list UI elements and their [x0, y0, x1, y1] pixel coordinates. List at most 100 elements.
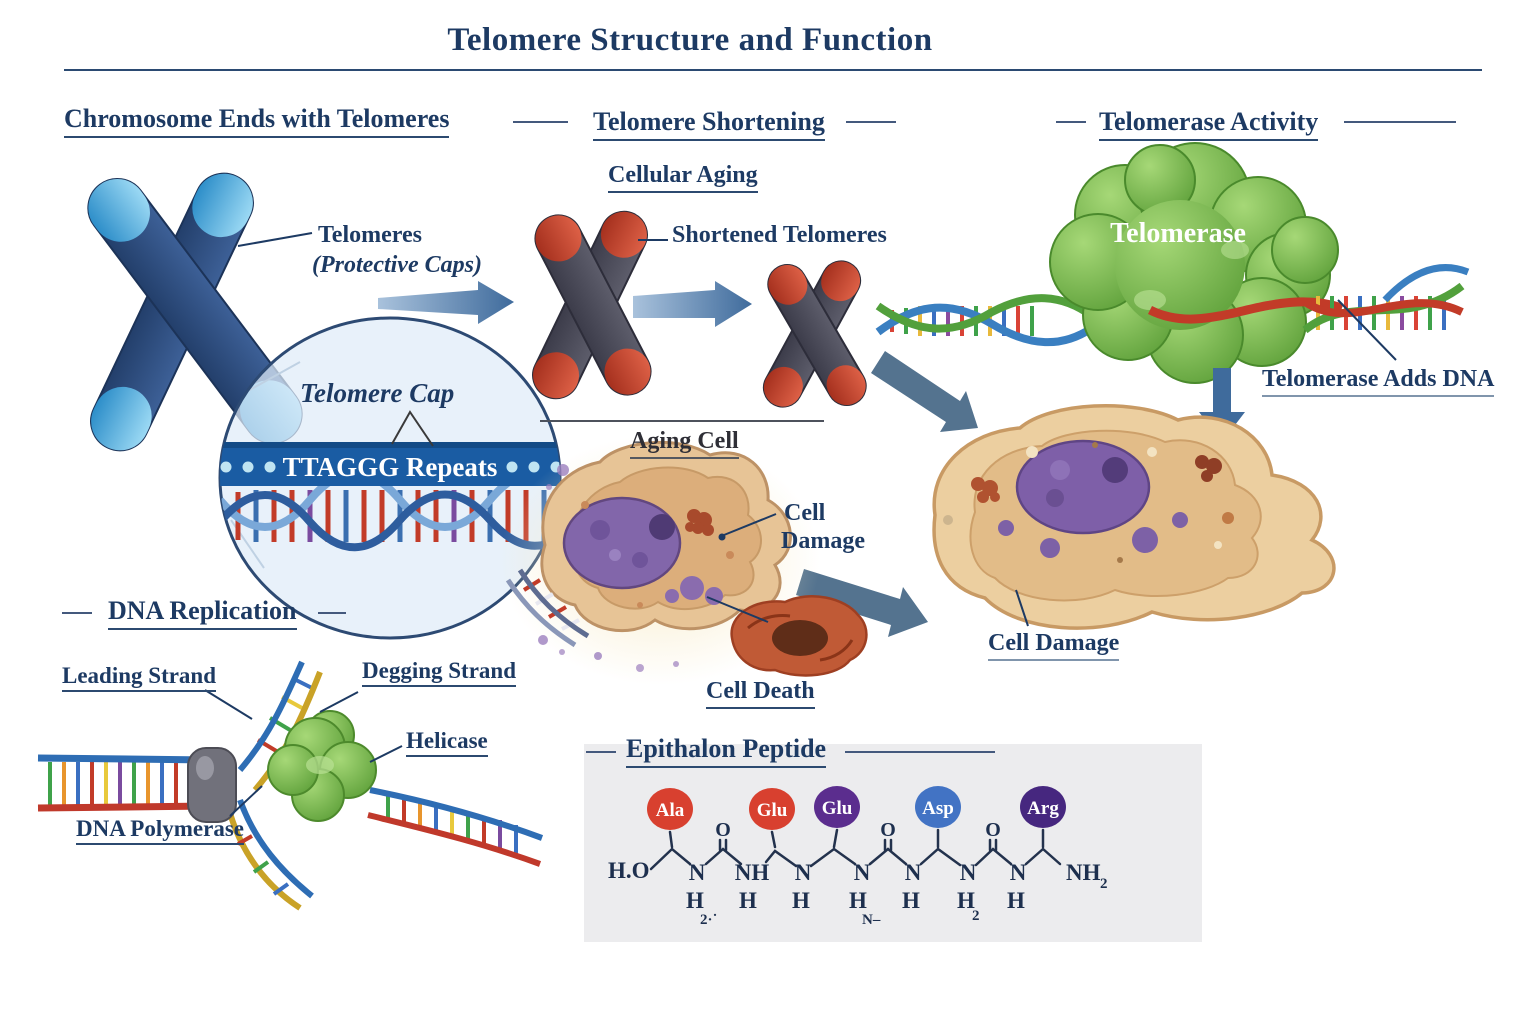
- label-leading-strand-text: Leading Strand: [62, 663, 217, 692]
- heading-epithalon-peptide: Epithalon Peptide: [626, 734, 827, 768]
- heading-dna-replication: DNA Replication: [108, 596, 297, 630]
- dash-4: [1344, 121, 1456, 123]
- aging-cell-illustration: [540, 440, 792, 633]
- dying-cell-illustration: [538, 595, 868, 677]
- label-helicase-text: Helicase: [406, 728, 488, 757]
- lagging-strand-leader: [319, 691, 359, 713]
- telomere-dna-helix: [220, 468, 560, 552]
- damaged-cell-illustration: [932, 403, 1336, 630]
- amino-ball-ala: [647, 788, 693, 830]
- ttaggg-banner: TTAGGG Repeats: [220, 442, 560, 486]
- h-label-1: H: [686, 888, 704, 913]
- amino-label-arg: Arg: [1027, 798, 1059, 819]
- label-shortened-telomeres: Shortened Telomeres: [672, 222, 887, 248]
- amino-ball-glu1: [749, 788, 795, 830]
- n-label-2: NH: [735, 860, 770, 885]
- n-label-5: N: [905, 860, 922, 885]
- telomerase-enzyme-blob: Telomerase: [1049, 142, 1339, 384]
- h-label-7: H: [1007, 888, 1025, 913]
- amino-label-glu2: Glu: [822, 798, 853, 819]
- telomerase-red-strand: [1147, 297, 1344, 324]
- label-cell-death: Cell Death: [706, 678, 815, 709]
- heading-telomerase-activity: Telomerase Activity: [1099, 107, 1319, 141]
- sub-label-4: N–: [862, 912, 881, 928]
- helicase-leader: [369, 745, 403, 763]
- n-label-7: N: [1010, 860, 1027, 885]
- n-label-3: N: [795, 860, 812, 885]
- h-label-3: H: [792, 888, 810, 913]
- cell-damage-right-leader-line: [1015, 589, 1029, 627]
- n-label-1: N: [689, 860, 706, 885]
- right-terminus-subscript: 2: [1100, 876, 1108, 892]
- cell-dna-fragment: [505, 568, 590, 648]
- epithalon-structure: Ala Glu Glu Asp Arg O: [608, 786, 1108, 928]
- arrow-to-cell-1: [871, 351, 978, 432]
- amino-ball-asp: [915, 786, 961, 828]
- label-telomere-cap: Telomere Cap: [300, 378, 455, 408]
- title-rule: [64, 69, 1482, 71]
- dash-2: [846, 121, 896, 123]
- h-label-2: H: [739, 888, 757, 913]
- telomere-magnifier: TTAGGG Repeats: [218, 316, 562, 640]
- amino-label-ala: Ala: [656, 800, 685, 821]
- label-protective-caps: (Protective Caps): [312, 252, 482, 278]
- oxygen-label-1: O: [715, 819, 731, 841]
- telomerase-enzyme-label: Telomerase: [1110, 218, 1246, 249]
- adds-dna-leader-line: [1337, 299, 1397, 361]
- dash-1: [513, 121, 568, 123]
- dash-7: [586, 751, 616, 753]
- label-leading-strand: Leading Strand: [62, 663, 217, 692]
- telomere-cap-pointer: [391, 410, 434, 447]
- telomeres-leader-line: [237, 232, 313, 247]
- sub-label-1: 2·˙: [700, 912, 718, 928]
- telomerase-dna-helix: [875, 294, 1095, 347]
- epithalon-panel: [584, 744, 1202, 942]
- right-terminus-label: NH: [1066, 860, 1101, 885]
- cell-damage-leader-dot: [718, 533, 726, 541]
- arrow-right-1: [378, 281, 514, 324]
- oxygen-label-3: O: [985, 819, 1001, 841]
- sub-label-6: 2: [972, 908, 980, 924]
- label-telomerase-adds-dna: Telomerase Adds DNA: [1262, 366, 1495, 397]
- heading-chromosome-ends: Chromosome Ends with Telomeres: [64, 104, 450, 138]
- amino-ball-arg: [1020, 786, 1066, 828]
- left-terminus-label: H.O: [608, 858, 650, 883]
- label-cell-damage-right: Cell Damage: [988, 630, 1120, 661]
- label-cell-damage-line1: Cell: [784, 500, 826, 526]
- amino-label-glu1: Glu: [757, 800, 788, 821]
- leading-strand-leader: [204, 689, 253, 720]
- dna-replication-illustration: [37, 660, 544, 911]
- dash-6: [318, 612, 346, 614]
- label-dna-polymerase: DNA Polymerase: [76, 816, 244, 845]
- label-lagging-strand: Degging Strand: [362, 658, 516, 687]
- n-label-4: N: [854, 860, 871, 885]
- label-telomeres: Telomeres: [318, 222, 422, 248]
- label-dna-polymerase-text: DNA Polymerase: [76, 816, 244, 845]
- label-cellular-aging: Cellular Aging: [608, 162, 758, 193]
- oxygen-label-2: O: [880, 819, 896, 841]
- heading-telomere-shortening: Telomere Shortening: [593, 107, 825, 141]
- h-label-5: H: [902, 888, 920, 913]
- h-label-4: H: [849, 888, 867, 913]
- label-lagging-strand-text: Degging Strand: [362, 658, 516, 687]
- ttaggg-repeats-label: TTAGGG Repeats: [283, 452, 498, 482]
- telomerase-helix-right: [1302, 264, 1470, 334]
- shortened-chromosome-small: [762, 260, 867, 408]
- shortened-chromosome-large: [532, 210, 652, 400]
- h-label-6: H: [957, 888, 975, 913]
- label-aging-cell: Aging Cell: [630, 428, 739, 459]
- amino-label-asp: Asp: [922, 798, 954, 819]
- cell-damage-leader-line: [723, 513, 777, 536]
- dash-8: [845, 751, 995, 753]
- n-label-6: N: [960, 860, 977, 885]
- arrow-to-cell-2: [796, 569, 928, 637]
- cell-death-leader-line: [706, 596, 769, 623]
- label-helicase: Helicase: [406, 728, 488, 757]
- page-title: Telomere Structure and Function: [447, 22, 933, 58]
- polymerase-leader: [229, 785, 263, 817]
- aging-cell-separator: [540, 420, 824, 422]
- label-cell-damage-line2: Damage: [781, 528, 865, 554]
- arrow-right-2: [633, 281, 752, 327]
